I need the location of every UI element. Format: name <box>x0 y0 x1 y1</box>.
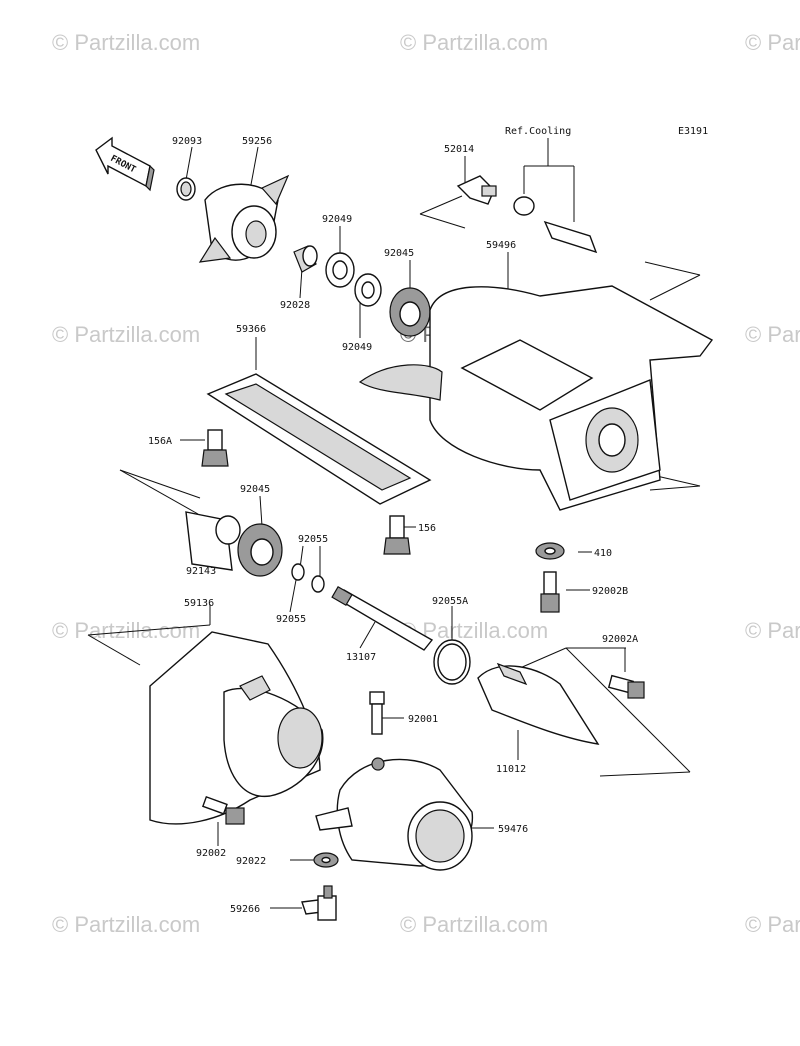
watermark: © Partzilla.com <box>745 30 800 55</box>
part-label: 52014 <box>444 144 474 155</box>
watermark: © Partzilla.com <box>52 322 200 347</box>
shaft-13107 <box>331 585 434 651</box>
part-label: 59136 <box>184 598 214 609</box>
watermark: © Partzilla.com <box>52 912 200 937</box>
part-label: 59256 <box>242 136 272 147</box>
part-label: 92049 <box>342 342 372 353</box>
part-label: 59476 <box>498 824 528 835</box>
fitting-59266 <box>301 885 337 921</box>
part-label: 59366 <box>236 324 266 335</box>
part-label: 92045 <box>384 248 414 259</box>
bearing-92049-a <box>325 252 355 288</box>
watermark: © Partzilla.com <box>745 618 800 643</box>
nozzle-11012 <box>477 662 600 745</box>
part-label: 410 <box>594 548 612 559</box>
sleeve-92143 <box>185 511 241 571</box>
watermark: © Partzilla.com <box>745 322 800 347</box>
part-label: 156A <box>148 436 172 447</box>
part-label: 13107 <box>346 652 376 663</box>
washer-410 <box>535 542 565 560</box>
part-label: 156 <box>418 523 436 534</box>
pump-case-59496 <box>358 285 714 511</box>
part-labels: 92093 59256 92049 92028 92049 92045 5201… <box>148 126 638 915</box>
part-label: 92002B <box>592 586 628 597</box>
diagram-code: E3191 <box>678 126 708 137</box>
seal-92093 <box>176 177 196 201</box>
bolt-156 <box>383 515 411 555</box>
cooling-clamp-and-hose <box>513 196 598 254</box>
leader-lines <box>87 138 701 909</box>
part-label: 92093 <box>172 136 202 147</box>
part-label: 92002A <box>602 634 638 645</box>
watermark: © Partzilla.com <box>52 30 200 55</box>
bolt-92001 <box>369 691 385 735</box>
watermark: © Partzilla.com <box>745 912 800 937</box>
impeller-59256 <box>198 174 290 263</box>
front-arrow-icon: FRONT <box>95 136 155 192</box>
part-label: 59266 <box>230 904 260 915</box>
part-label: 92002 <box>196 848 226 859</box>
steering-nozzle-59476 <box>315 757 474 871</box>
plate-59366 <box>206 373 432 505</box>
part-label: 92049 <box>322 214 352 225</box>
part-label: 92022 <box>236 856 266 867</box>
bolt-92002 <box>201 795 245 825</box>
part-label: 92045 <box>240 484 270 495</box>
o-ring-92055A <box>433 639 471 685</box>
bolt-92002A <box>607 674 645 699</box>
bearing-92045-b <box>237 523 283 577</box>
washer-92022 <box>313 852 339 868</box>
bolt-156A <box>201 429 229 467</box>
part-label: 92028 <box>280 300 310 311</box>
part-label: 92055 <box>298 534 328 545</box>
ref-cooling-label: Ref.Cooling <box>505 126 571 137</box>
collar-92028 <box>293 245 318 273</box>
o-rings-92055 <box>291 563 325 593</box>
part-label: 92055 <box>276 614 306 625</box>
part-label: 92001 <box>408 714 438 725</box>
bolt-92002B <box>540 571 560 613</box>
part-label: 11012 <box>496 764 526 775</box>
housing-59136 <box>149 631 324 825</box>
part-label: 59496 <box>486 240 516 251</box>
bearing-92045-a <box>389 287 431 337</box>
elbow-fitting-52014 <box>456 175 497 205</box>
part-label: 92055A <box>432 596 468 607</box>
watermark: © Partzilla.com <box>400 912 548 937</box>
watermark: © Partzilla.com <box>400 30 548 55</box>
watermark: © Partzilla.com <box>52 618 200 643</box>
part-label: 92143 <box>186 566 216 577</box>
bearing-92049-b <box>354 273 382 307</box>
